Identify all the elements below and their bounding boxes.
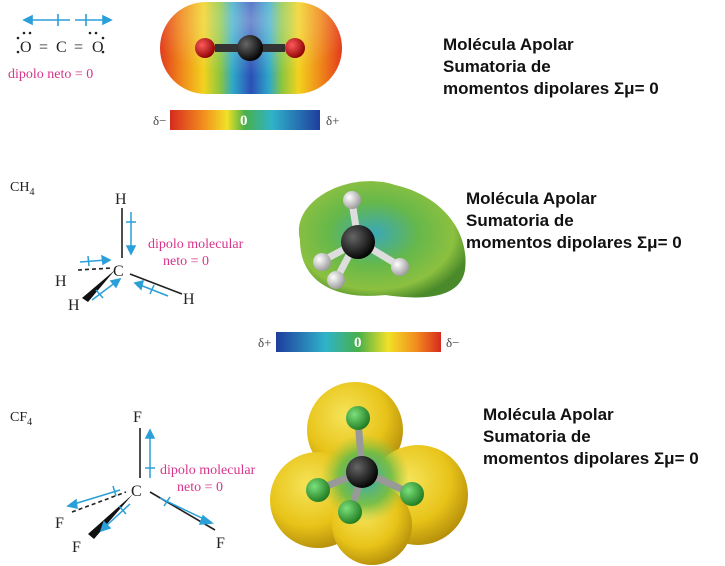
cf4-net-dipole-line2: neto = 0 [177,480,223,495]
fluorine-atom [400,482,424,506]
co2-caption: Molécula Apolar Sumatoria de momentos di… [443,34,659,100]
caption-line-1: Molécula Apolar [483,405,614,424]
ch4-atom-h-left: H [55,273,67,290]
ch4-atom-h-right: H [183,291,195,308]
co2-atom-o-right: O [92,39,104,56]
oxygen-atom-left [195,38,215,58]
caption-line-2: Sumatoria de [483,427,591,446]
cf4-caption: Molécula Apolar Sumatoria de momentos di… [483,404,699,470]
co2-net-dipole-label: dipolo neto = 0 [8,67,93,82]
ch4-atom-h-top: H [115,191,127,208]
ch4-atom-h-front: H [68,297,80,314]
ch4-color-scale: δ+ 0 δ− [258,332,459,352]
ch4-atom-c: C [113,263,124,280]
ch4-formula: CH4 [10,180,35,198]
ch4-bonds [77,208,183,295]
oxygen-atom-right [285,38,305,58]
co2-atom-c: C [56,39,67,56]
ch4-potential-map [298,181,466,298]
cf4-atom-f-right: F [216,535,225,552]
ch4-dipole-arrows [79,212,169,301]
co2-potential-map [160,2,342,94]
cf4-atom-c: C [131,483,142,500]
cf4-wedge-bond [88,494,133,539]
fluorine-atom [306,478,330,502]
cf4-panel: CF4 F C [0,380,725,566]
cf4-atom-f-top: F [133,409,142,426]
ch4-net-dipole-line1: dipolo molecular [148,237,244,252]
co2-bond-right: = [74,39,83,56]
scale-neg-label: δ− [153,113,166,128]
cf4-atom-f-left: F [55,515,64,532]
scale-pos-label: δ+ [258,335,271,350]
caption-line-3: momentos dipolares Σμ= 0 [443,79,659,98]
hydrogen-atom [327,271,345,289]
scale-zero-label: 0 [354,335,362,351]
scale-zero-label: 0 [240,113,248,129]
co2-atom-o-left: O [20,39,32,56]
scale-neg-label: δ− [446,335,459,350]
cf4-net-dipole-line1: dipolo molecular [160,463,256,478]
caption-line-3: momentos dipolares Σμ= 0 [466,233,682,252]
ch4-diagram: H C H H H dipolo molecular neto = 0 [55,181,466,352]
carbon-atom [237,35,263,61]
lone-pair-dots [16,31,105,54]
fluorine-atom [346,406,370,430]
cf4-diagram: F C F F F dipolo molecular neto = 0 [55,382,468,565]
cf4-formula: CF4 [10,410,33,428]
cf4-dipole-arrows [66,428,214,533]
co2-dipole-arrows [22,14,113,26]
carbon-atom [341,225,375,259]
caption-line-3: momentos dipolares Σμ= 0 [483,449,699,468]
caption-line-1: Molécula Apolar [443,35,574,54]
co2-color-scale: δ− 0 δ+ [153,110,339,130]
ch4-caption: Molécula Apolar Sumatoria de momentos di… [466,188,682,254]
hydrogen-atom [343,191,361,209]
co2-bond-left: = [39,39,48,56]
hydrogen-atom [313,253,331,271]
caption-line-2: Sumatoria de [443,57,551,76]
caption-line-1: Molécula Apolar [466,189,597,208]
caption-line-2: Sumatoria de [466,211,574,230]
ch4-net-dipole-line2: neto = 0 [163,254,209,269]
ch4-wedge-bond [82,270,115,302]
fluorine-atom [338,500,362,524]
cf4-atom-f-front: F [72,539,81,556]
co2-diagram: O = C = O dipolo neto = 0 δ− 0 δ+ [8,2,342,130]
cf4-potential-map [270,382,468,565]
co2-panel: O = C = O dipolo neto = 0 δ− 0 δ+ Molécu… [0,0,725,150]
hydrogen-atom [391,258,409,276]
scale-pos-label: δ+ [326,113,339,128]
ch4-panel: CH4 [0,170,725,370]
carbon-atom [346,456,378,488]
